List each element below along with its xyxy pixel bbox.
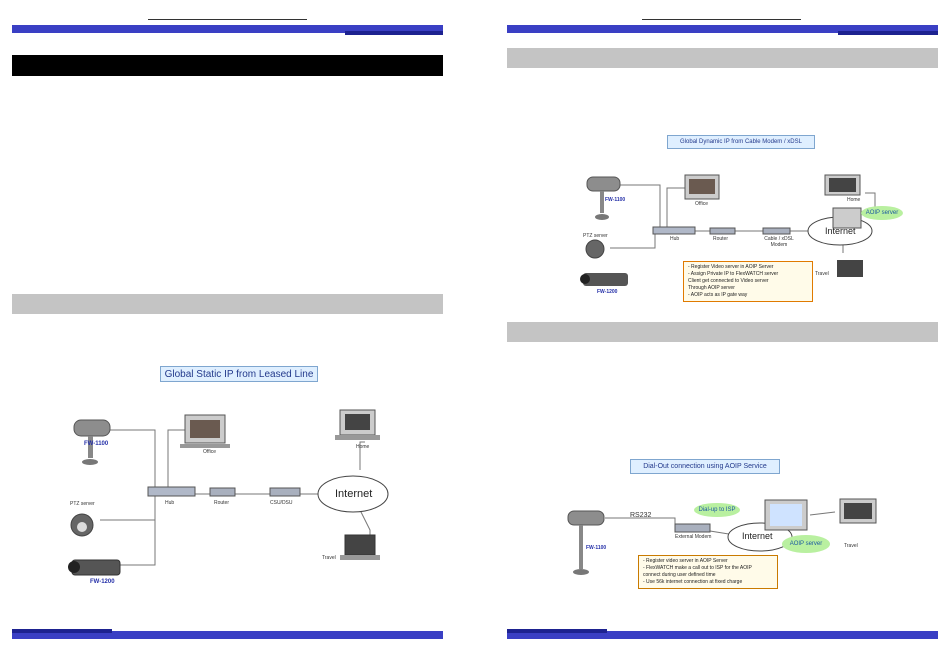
dyn-note: - Assign Private IP to FlexWATCH server bbox=[688, 271, 779, 277]
right-footer-bar bbox=[507, 631, 938, 639]
left-header-bar bbox=[12, 25, 443, 33]
left-section-bar bbox=[12, 294, 443, 314]
dial-out-title: Dial-Out connection using AOIP Service bbox=[630, 459, 780, 474]
dial-out-wiring bbox=[567, 498, 877, 575]
dynamic-ip-title: Global Dynamic IP from Cable Modem / xDS… bbox=[667, 135, 815, 149]
dynamic-ip-wiring bbox=[580, 174, 876, 286]
right-footer-tab bbox=[507, 629, 607, 633]
dyn-camera2-label: FW-1200 bbox=[597, 289, 618, 295]
internet-label: Internet bbox=[335, 488, 373, 500]
dyn-server-bubble: AOIP server bbox=[861, 206, 903, 220]
home-label: Home bbox=[356, 444, 370, 450]
left-header-tab bbox=[345, 31, 443, 35]
dial-internet-label: Internet bbox=[742, 531, 773, 541]
dyn-travel-label: Travel bbox=[815, 271, 829, 277]
travel-label: Travel bbox=[322, 555, 336, 561]
dial-server-bubble: AOIP server bbox=[782, 535, 830, 553]
dyn-internet-label: Internet bbox=[825, 226, 856, 236]
dynamic-ip-diagram: Global Dynamic IP from Cable Modem / xDS… bbox=[575, 133, 915, 305]
ptz-label: PTZ server bbox=[70, 501, 95, 507]
dial-note: - Use 56k internet connection at fixed c… bbox=[643, 579, 743, 585]
dial-travel-label: Travel bbox=[844, 543, 858, 549]
router-label: Router bbox=[214, 500, 230, 506]
dial-modem-label: External Modem bbox=[675, 534, 712, 540]
hub-label: Hub bbox=[165, 500, 175, 506]
right-header-rule bbox=[642, 19, 801, 20]
camera1-label: FW-1100 bbox=[84, 441, 109, 447]
dyn-office-label: Office bbox=[695, 201, 708, 207]
dyn-router-label: Router bbox=[713, 236, 729, 242]
dyn-ptz-label: PTZ server bbox=[583, 233, 608, 239]
dial-camera-label: FW-1100 bbox=[586, 545, 607, 551]
left-footer-tab bbox=[12, 629, 112, 633]
dyn-note: Client get connected to Video server bbox=[688, 278, 769, 284]
dial-notes-box: - Register video server in AOIP Server -… bbox=[638, 555, 778, 589]
left-header-rule bbox=[148, 19, 307, 20]
dyn-hub-label: Hub bbox=[670, 236, 680, 242]
dyn-modem-label: Cable / xDSL Modem bbox=[764, 236, 794, 248]
right-header-bar bbox=[507, 25, 938, 33]
camera2-label: FW-1200 bbox=[90, 579, 115, 585]
dyn-notes-box: - Register Video server in AOIP Server -… bbox=[683, 261, 813, 302]
csu-label: CSU/DSU bbox=[270, 500, 293, 506]
dyn-note: - AOIP acts as IP gate way bbox=[688, 292, 748, 298]
right-section-bar-2 bbox=[507, 322, 938, 342]
dial-note: - Register video server in AOIP Server bbox=[643, 558, 728, 564]
office-label: Office bbox=[203, 449, 216, 455]
dialup-bubble: Dial-up to ISP bbox=[694, 503, 740, 517]
dyn-camera1-label: FW-1100 bbox=[605, 197, 626, 203]
static-ip-title: Global Static IP from Leased Line bbox=[160, 366, 318, 382]
left-footer-bar bbox=[12, 631, 443, 639]
rs232-label: RS232 bbox=[630, 512, 652, 519]
dyn-note: Through AOIP server bbox=[688, 285, 735, 291]
right-section-bar-1 bbox=[507, 48, 938, 68]
right-header-tab bbox=[838, 31, 938, 35]
dyn-home-label: Home bbox=[847, 197, 861, 203]
dial-out-diagram: Dial-Out connection using AOIP Service F… bbox=[560, 455, 900, 600]
static-ip-diagram: Global Static IP from Leased Line FW-110… bbox=[60, 360, 420, 590]
dyn-note: - Register Video server in AOIP Server bbox=[688, 264, 774, 270]
static-ip-wiring bbox=[68, 409, 389, 576]
left-title-bar bbox=[12, 55, 443, 76]
dial-note: - FlexWATCH make a call out to ISP for t… bbox=[643, 565, 752, 571]
dial-note: connect during user defined time bbox=[643, 572, 716, 578]
